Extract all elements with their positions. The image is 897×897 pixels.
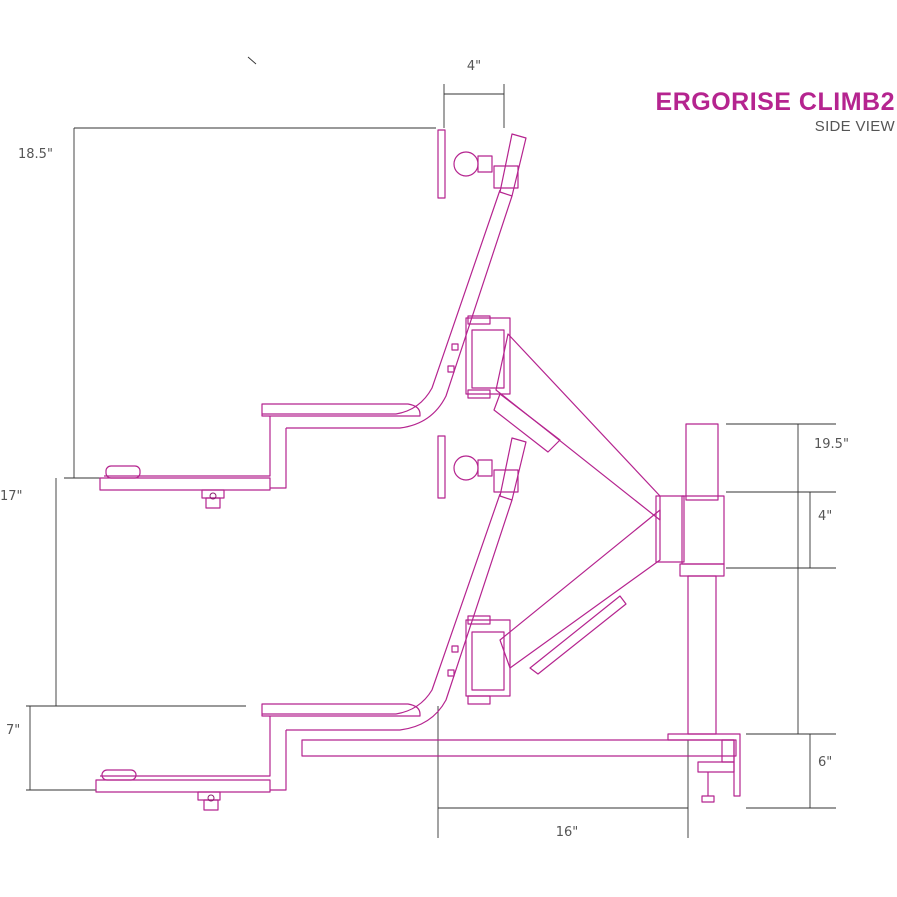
dim-mount-width: 4"	[467, 59, 481, 74]
desk-surface	[301, 739, 737, 757]
upper-support-arm	[493, 333, 685, 563]
lower-support-arm	[499, 509, 661, 675]
dim-pole-top: 19.5"	[814, 437, 849, 452]
lower-workstation	[95, 435, 527, 811]
mounting-pole	[679, 423, 725, 735]
dim-upper-height: 18.5"	[18, 147, 53, 162]
dim-mid-height: 17"	[0, 489, 23, 504]
desk-clamp	[667, 733, 741, 803]
dim-lower-height: 7"	[6, 723, 20, 738]
dim-clamp-depth: 6"	[818, 755, 832, 770]
upper-workstation	[99, 129, 527, 509]
dim-pole-collar: 4"	[818, 509, 832, 524]
dimension-lines	[26, 56, 836, 838]
view-subtitle: SIDE VIEW	[814, 118, 895, 135]
dim-desk-reach: 16"	[556, 825, 579, 840]
product-title: ERGORISE CLIMB2	[655, 88, 895, 116]
